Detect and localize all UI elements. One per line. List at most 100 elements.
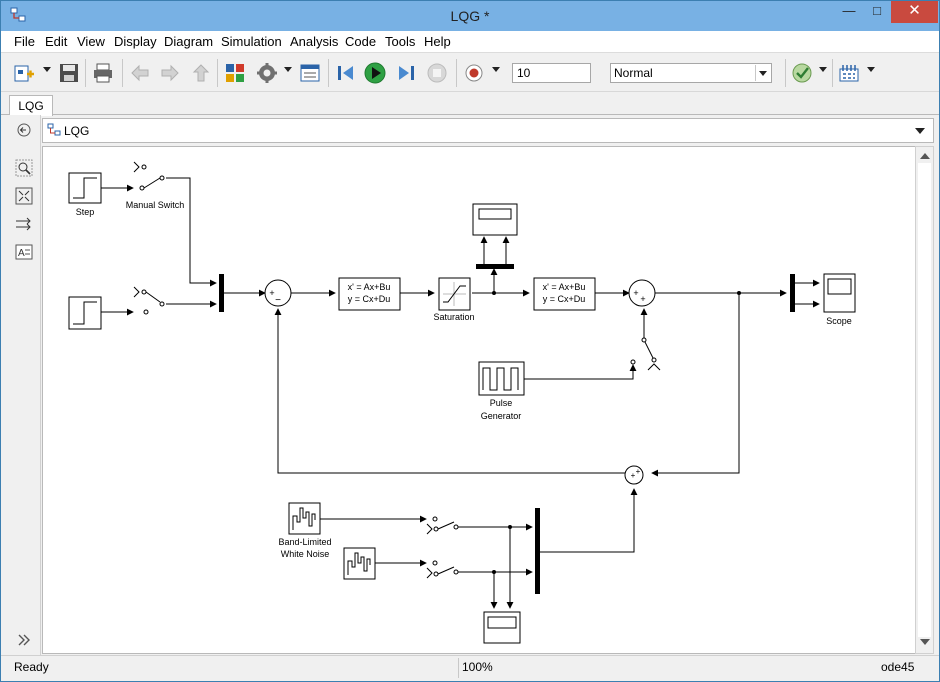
signal-routing-icon[interactable] (15, 215, 33, 233)
build-icon[interactable] (838, 62, 860, 84)
up-icon[interactable] (190, 62, 212, 84)
pulse-generator-block[interactable] (478, 361, 525, 396)
manual-switch-2[interactable] (133, 286, 165, 315)
menu-edit[interactable]: Edit (45, 34, 68, 49)
manual-switch-label: Manual Switch (126, 200, 185, 210)
toolbar-separator (122, 59, 123, 87)
stop-time-input[interactable]: 10 (512, 63, 591, 83)
model-canvas[interactable]: Step Manual Switch (42, 146, 916, 654)
maximize-button[interactable]: □ (873, 3, 881, 18)
menu-code[interactable]: Code (345, 34, 377, 49)
menu-help[interactable]: Help (424, 34, 451, 49)
sum-block-2[interactable] (628, 279, 656, 307)
stop-icon[interactable] (426, 62, 448, 84)
annotation-icon[interactable]: A (15, 243, 33, 261)
band-limited-noise-block[interactable] (288, 502, 321, 535)
toolbar-separator (832, 59, 833, 87)
toolbar-separator (217, 59, 218, 87)
band-limited-noise-block-2[interactable] (343, 547, 376, 580)
step-forward-icon[interactable] (395, 62, 417, 84)
hide-explorer-icon[interactable] (15, 121, 33, 139)
print-icon[interactable] (92, 62, 114, 84)
menu-display[interactable]: Display (114, 34, 157, 49)
demux-block[interactable] (476, 264, 514, 269)
expand-palette-icon[interactable] (15, 631, 33, 649)
chevron-down-icon[interactable] (915, 128, 925, 134)
block-diagram: Step Manual Switch (68, 161, 856, 644)
manual-switch-5[interactable] (426, 560, 459, 579)
sum3-plus-right: + (636, 467, 641, 476)
new-model-dropdown-icon[interactable] (43, 67, 51, 72)
model-advisor-icon[interactable] (791, 62, 813, 84)
zoom-icon[interactable] (15, 159, 33, 177)
manual-switch-3[interactable] (630, 337, 661, 371)
fit-to-view-icon[interactable] (15, 187, 33, 205)
menu-bar: File Edit View Display Diagram Simulatio… (1, 31, 939, 53)
manual-switch[interactable] (133, 161, 165, 191)
status-text: Ready (14, 660, 49, 674)
scope-block-3[interactable] (483, 611, 521, 644)
tab-lqg[interactable]: LQG (9, 95, 53, 116)
scroll-up-icon[interactable] (920, 153, 930, 159)
run-icon[interactable] (364, 62, 386, 84)
state-space-block-2[interactable] (533, 277, 596, 311)
scroll-thumb[interactable] (918, 163, 931, 637)
scope-block[interactable] (472, 203, 518, 236)
manual-switch-4[interactable] (426, 516, 459, 535)
toolbar-separator (785, 59, 786, 87)
breadcrumb[interactable]: LQG (64, 124, 90, 138)
mux-block[interactable] (219, 274, 224, 312)
save-icon[interactable] (58, 62, 80, 84)
vertical-scrollbar[interactable] (915, 146, 934, 654)
state-space-1-line1: x' = Ax+Bu (348, 282, 391, 292)
scroll-down-icon[interactable] (920, 639, 930, 645)
forward-icon[interactable] (159, 62, 181, 84)
state-space-2-line2: y = Cx+Du (543, 294, 586, 304)
library-browser-icon[interactable] (224, 62, 246, 84)
step-block-2[interactable] (68, 296, 102, 330)
step-label: Step (76, 207, 95, 217)
menu-diagram[interactable]: Diagram (164, 34, 214, 49)
sum-block-3[interactable] (624, 465, 644, 485)
new-model-icon[interactable] (13, 62, 35, 84)
simulink-app-icon (10, 7, 26, 22)
sum2-plus-bottom: + (640, 294, 645, 304)
signal-lines (101, 177, 820, 609)
sum-block[interactable] (264, 279, 292, 307)
menu-file[interactable]: File (14, 34, 35, 49)
build-dropdown-icon[interactable] (867, 67, 875, 72)
band-limited-label-1: Band-Limited (278, 537, 331, 547)
close-button[interactable]: ✕ (891, 1, 938, 23)
model-advisor-dropdown-icon[interactable] (819, 67, 827, 72)
simulation-mode-select[interactable]: Normal (610, 63, 772, 83)
model-config-icon[interactable] (256, 62, 278, 84)
mux-block-3[interactable] (535, 508, 540, 594)
record-dropdown-icon[interactable] (492, 67, 500, 72)
solver-name[interactable]: ode45 (881, 660, 915, 674)
chevron-down-icon[interactable] (755, 65, 770, 81)
state-space-block[interactable] (338, 277, 401, 311)
state-space-1-line2: y = Cx+Du (348, 294, 391, 304)
mux-block-2[interactable] (790, 274, 795, 312)
step-back-icon[interactable] (335, 62, 357, 84)
minimize-button[interactable]: — (842, 3, 856, 18)
model-config-dropdown-icon[interactable] (284, 67, 292, 72)
menu-view[interactable]: View (77, 34, 105, 49)
record-icon[interactable] (463, 62, 485, 84)
menu-simulation[interactable]: Simulation (221, 34, 282, 49)
band-limited-label-2: White Noise (281, 549, 330, 559)
sum3-plus-top: + (631, 471, 636, 480)
saturation-block[interactable] (438, 277, 471, 311)
menu-analysis[interactable]: Analysis (290, 34, 339, 49)
model-tab-strip: LQG (1, 93, 939, 116)
scope-block-2[interactable] (823, 273, 856, 313)
step-block[interactable] (68, 172, 102, 204)
toolbar (1, 54, 939, 92)
model-explorer-icon[interactable] (299, 62, 321, 84)
sum2-plus-left: + (633, 288, 638, 298)
back-icon[interactable] (129, 62, 151, 84)
scope-label: Scope (826, 316, 852, 326)
menu-tools[interactable]: Tools (385, 34, 416, 49)
title-bar[interactable]: LQG * — □ ✕ (1, 1, 939, 31)
